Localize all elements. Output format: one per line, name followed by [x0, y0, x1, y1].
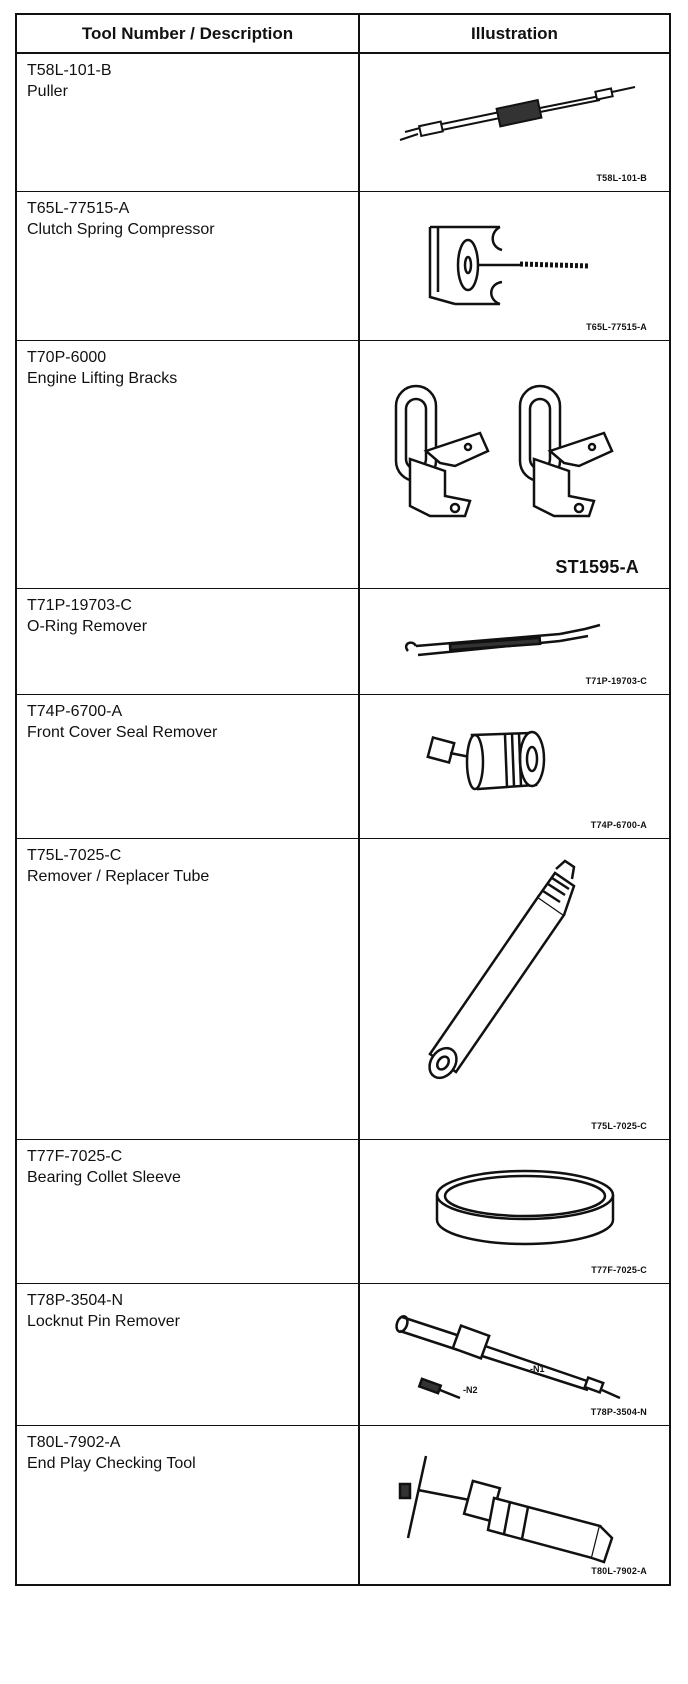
pin-remover-icon — [395, 1315, 621, 1400]
tool-number: T65L-77515-A — [27, 200, 130, 217]
part-label-n2: -N2 — [463, 1385, 478, 1395]
illustration-caption: T80L-7902-A — [591, 1566, 647, 1576]
spring-compressor-icon — [428, 225, 591, 306]
tool-description: Front Cover Seal Remover — [27, 724, 218, 741]
table-row: T65L-77515-A Clutch Spring Compressor — [17, 192, 669, 341]
puller-icon — [399, 86, 636, 141]
tool-illustration-cell: -N1 -N2 T78P-3504-N — [360, 1284, 669, 1425]
table-row: T70P-6000 Engine Lifting Bracks — [17, 341, 669, 589]
part-label-n1: -N1 — [530, 1364, 545, 1374]
table-row: T71P-19703-C O-Ring Remover T71P-19703-C — [17, 589, 669, 695]
tool-description-cell: T70P-6000 Engine Lifting Bracks — [17, 341, 360, 588]
tool-number: T75L-7025-C — [27, 847, 122, 864]
tool-description-cell: T77F-7025-C Bearing Collet Sleeve — [17, 1140, 360, 1283]
tool-description-cell: T80L-7902-A End Play Checking Tool — [17, 1426, 360, 1584]
end-play-tool-icon — [398, 1455, 614, 1564]
seal-remover-icon — [426, 730, 546, 791]
tool-description: Engine Lifting Bracks — [27, 370, 178, 387]
table-row: T58L-101-B Puller T58L-101-B — [17, 54, 669, 192]
tool-illustration-cell: T74P-6700-A — [360, 695, 669, 838]
tool-description-cell: T71P-19703-C O-Ring Remover — [17, 589, 360, 694]
tool-description: End Play Checking Tool — [27, 1455, 196, 1472]
collet-sleeve-icon — [435, 1169, 615, 1246]
replacer-tube-icon — [428, 859, 576, 1080]
tool-number: T78P-3504-N — [27, 1292, 124, 1309]
illustration-caption: T78P-3504-N — [590, 1407, 647, 1417]
o-ring-remover-icon — [404, 623, 601, 657]
tool-number: T74P-6700-A — [27, 703, 123, 720]
tool-description-cell: T74P-6700-A Front Cover Seal Remover — [17, 695, 360, 838]
tool-description: Puller — [27, 83, 68, 100]
table-row: T74P-6700-A Front Cover Seal Remover T74… — [17, 695, 669, 839]
tool-number: T80L-7902-A — [27, 1434, 121, 1451]
table-row: T75L-7025-C Remover / Replacer Tube T75L… — [17, 839, 669, 1140]
table-header: Tool Number / Description Illustration — [17, 15, 669, 54]
tool-table: Tool Number / Description Illustration T… — [15, 13, 671, 1586]
illustration-caption: T58L-101-B — [596, 173, 647, 183]
tool-description-cell: T65L-77515-A Clutch Spring Compressor — [17, 192, 360, 340]
tool-number: T71P-19703-C — [27, 597, 132, 614]
illustration-caption: T77F-7025-C — [591, 1265, 647, 1275]
illustration-caption: T75L-7025-C — [591, 1121, 647, 1131]
tool-description: Locknut Pin Remover — [27, 1313, 180, 1330]
tool-description: Clutch Spring Compressor — [27, 221, 215, 238]
table-row: T77F-7025-C Bearing Collet Sleeve T77F-7… — [17, 1140, 669, 1284]
tool-number: T77F-7025-C — [27, 1148, 123, 1165]
header-tool-number: Tool Number / Description — [17, 15, 360, 52]
tool-illustration-cell: T65L-77515-A — [360, 192, 669, 340]
tool-number: T70P-6000 — [27, 349, 107, 366]
tool-description: Bearing Collet Sleeve — [27, 1169, 181, 1186]
tool-illustration-cell: T71P-19703-C — [360, 589, 669, 694]
table-row: T80L-7902-A End Play Checking Tool T80L-… — [17, 1426, 669, 1584]
tool-description-cell: T78P-3504-N Locknut Pin Remover — [17, 1284, 360, 1425]
tool-description: Remover / Replacer Tube — [27, 868, 210, 885]
header-illustration: Illustration — [471, 23, 558, 43]
tool-illustration-cell: ST1595-A — [360, 341, 669, 588]
lifting-brackets-icon — [394, 384, 614, 518]
illustration-caption: T74P-6700-A — [590, 820, 647, 830]
illustration-caption: ST1595-A — [555, 557, 639, 577]
tool-illustration-cell: T75L-7025-C — [360, 839, 669, 1139]
tool-description: O-Ring Remover — [27, 618, 148, 635]
tool-description-cell: T75L-7025-C Remover / Replacer Tube — [17, 839, 360, 1139]
tool-illustration-cell: T77F-7025-C — [360, 1140, 669, 1283]
illustration-caption: T71P-19703-C — [585, 676, 647, 686]
tool-illustration-cell: T80L-7902-A — [360, 1426, 669, 1584]
illustration-caption: T65L-77515-A — [586, 322, 647, 332]
tool-description-cell: T58L-101-B Puller — [17, 54, 360, 191]
tool-illustration-cell: T58L-101-B — [360, 54, 669, 191]
table-row: T78P-3504-N Locknut Pin Remover -N1 -N2 … — [17, 1284, 669, 1426]
tool-number: T58L-101-B — [27, 62, 112, 79]
